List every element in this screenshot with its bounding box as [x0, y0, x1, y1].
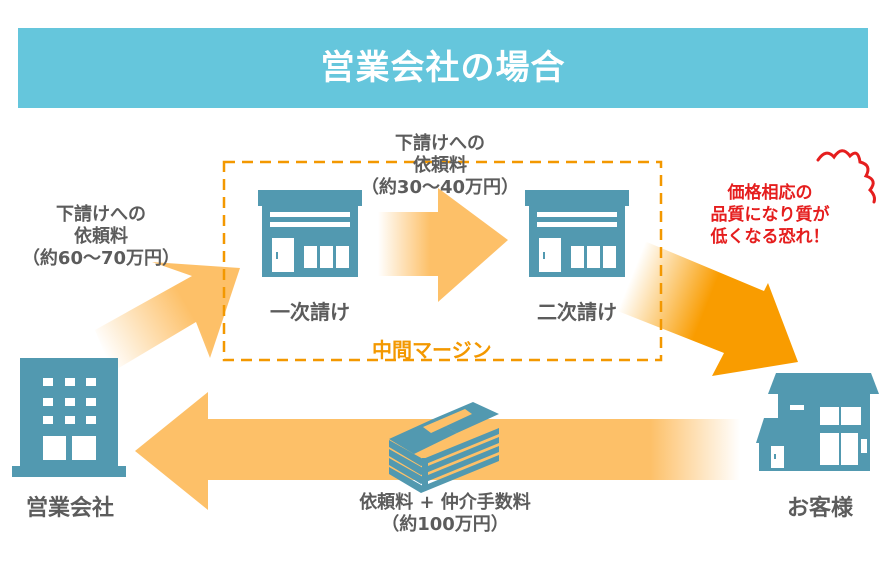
flow-label-to-primary: 下請けへの 依頼料 （約60〜70万円） — [21, 204, 181, 269]
flow-label-to-secondary: 下請けへの 依頼料 （約30〜40万円） — [360, 133, 520, 198]
page-title: 営業会社の場合 — [320, 48, 566, 88]
margin-box — [222, 160, 663, 362]
arrow-payment — [135, 392, 745, 510]
node-label-customer: お客様 — [786, 496, 853, 521]
shop-icon-secondary — [525, 190, 629, 277]
title-banner: 営業会社の場合 — [18, 28, 868, 108]
office-building-icon — [12, 358, 126, 477]
arrow-to-primary — [95, 262, 240, 372]
node-label-secondary: 二次請け — [537, 300, 617, 324]
house-icon — [756, 373, 879, 471]
node-label-sales-company: 営業会社 — [25, 496, 114, 521]
flow-label-payment: 依頼料 + 仲介手数料 （約100万円） — [359, 492, 531, 535]
money-stack-icon — [389, 402, 499, 493]
shop-icon-primary — [258, 190, 362, 277]
arrow-to-customer — [610, 240, 798, 376]
arrow-to-secondary — [378, 188, 508, 302]
alert-burst-icon — [816, 149, 876, 204]
margin-label: 中間マージン — [372, 338, 492, 362]
node-label-primary: 一次請け — [270, 300, 350, 324]
warning-text: 価格相応の 品質になり質が 低くなる恐れ！ — [710, 183, 830, 247]
